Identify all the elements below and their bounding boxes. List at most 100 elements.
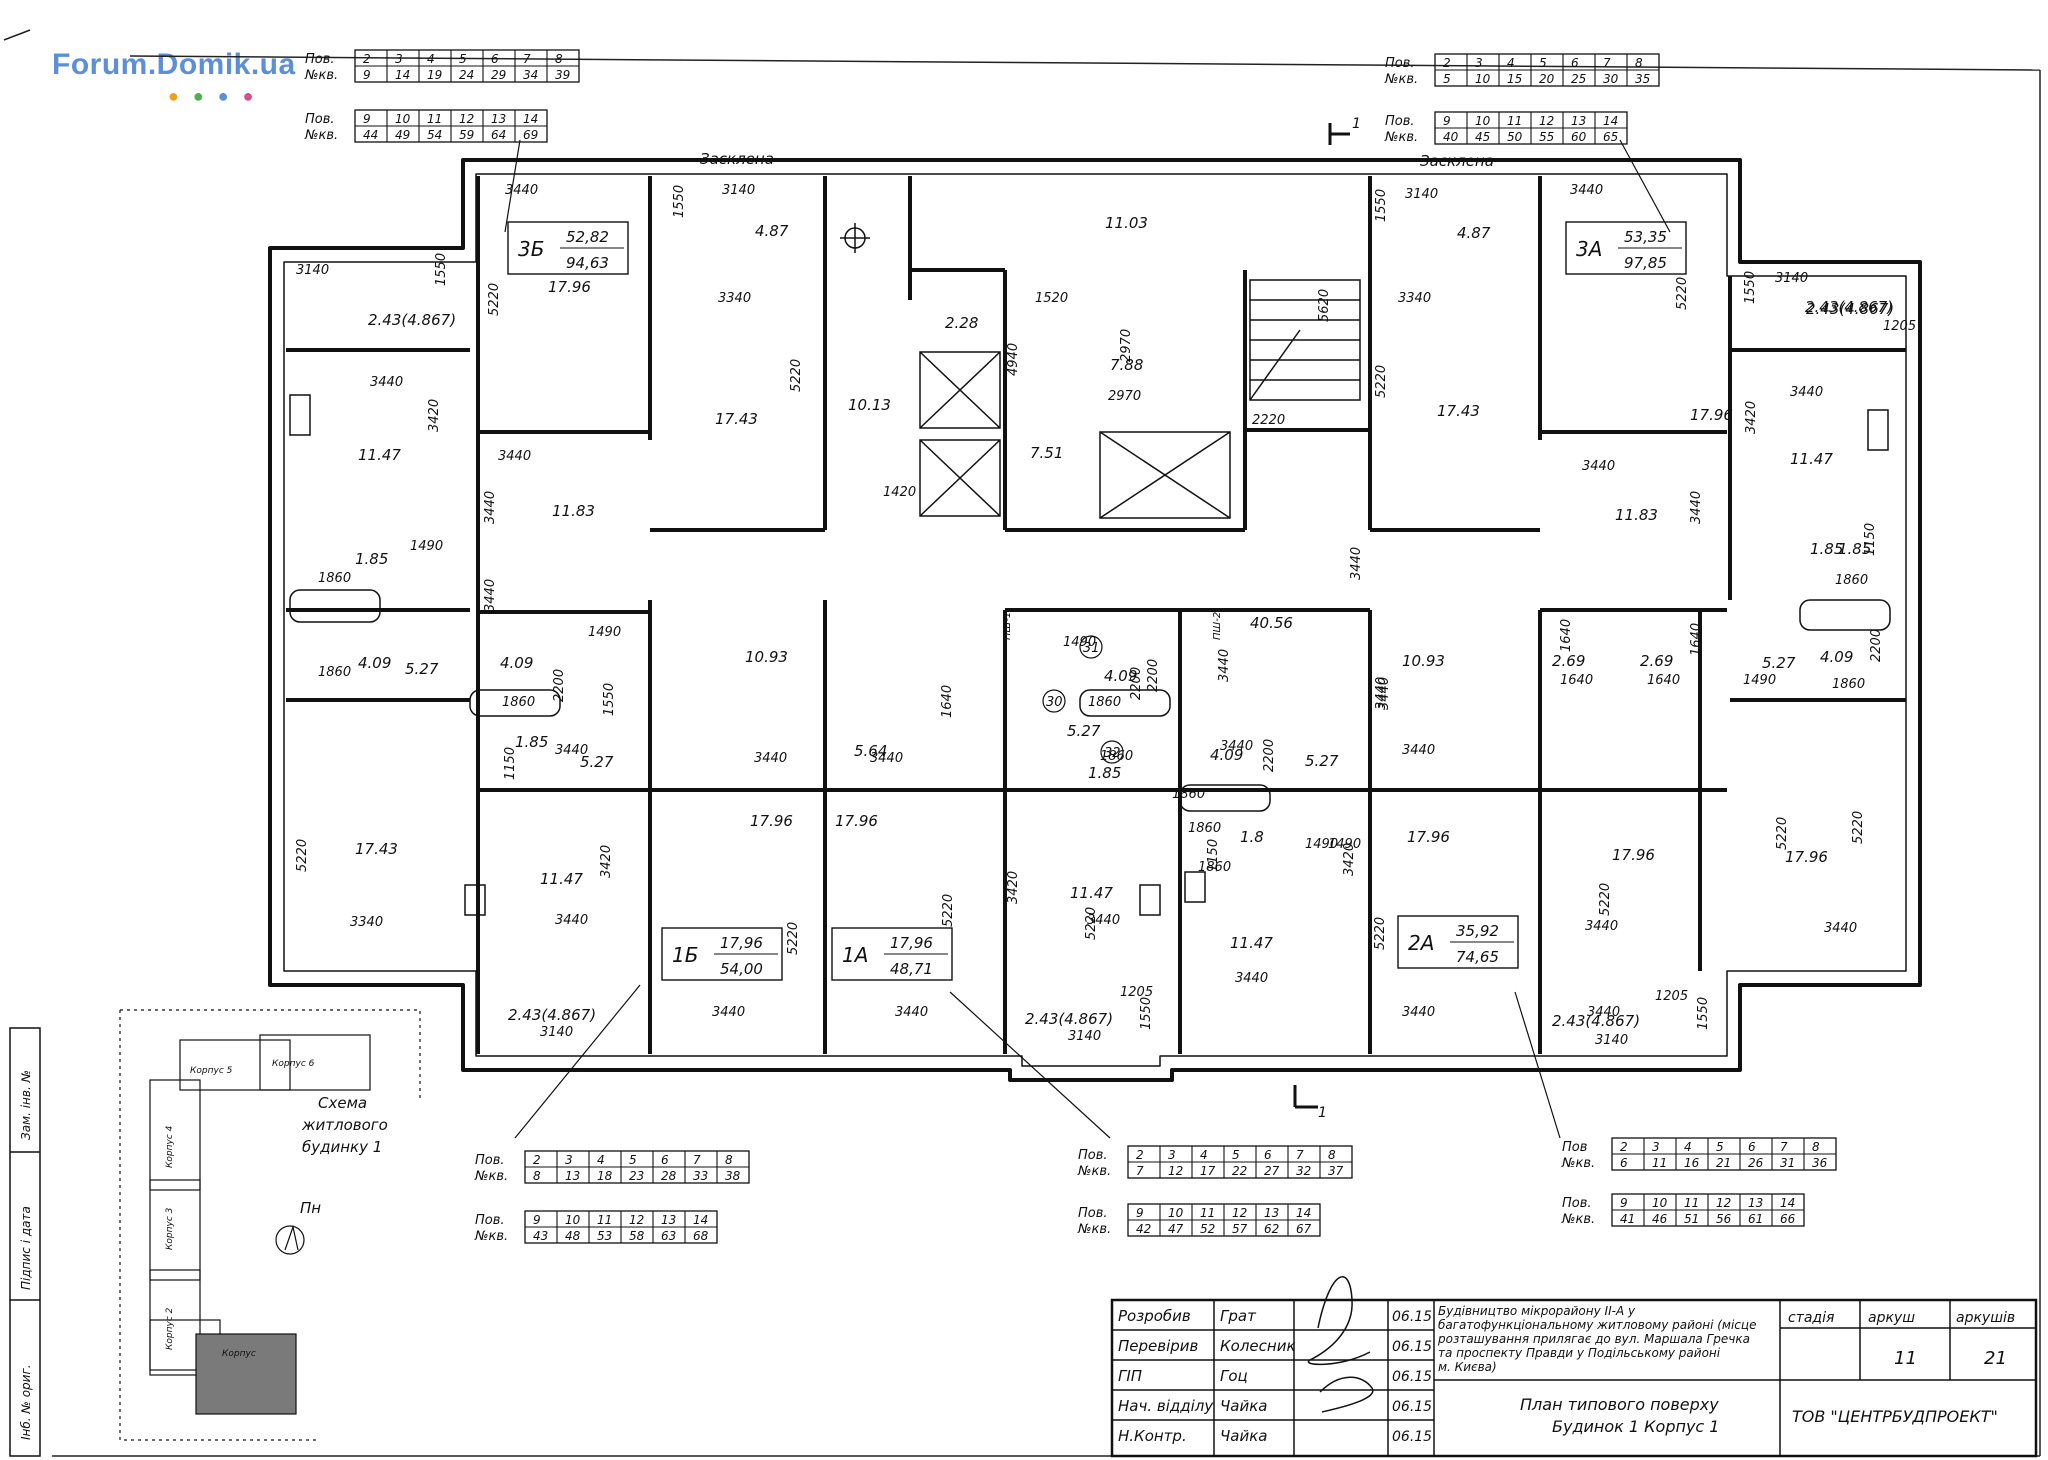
table-cell: 5 <box>459 52 467 66</box>
dimension-label: 1550 <box>1374 189 1389 222</box>
dimension-label: 3140 <box>1405 187 1438 202</box>
table-cell: 13 <box>1264 1206 1279 1220</box>
dimension-label: 5220 <box>1373 917 1388 950</box>
dimension-label: 3440 <box>1570 183 1603 198</box>
dimension-label: 3440 <box>370 375 403 390</box>
dimension-label: 2200 <box>1146 659 1161 692</box>
title-block-name: Чайка <box>1220 1397 1267 1415</box>
sheet-frame <box>3 29 2041 1457</box>
table-cell: 3 <box>1168 1148 1176 1162</box>
apartment-total-area: 97,85 <box>1624 254 1667 272</box>
table-cell: 3 <box>1475 56 1483 70</box>
table-cell: 11 <box>597 1213 612 1227</box>
room-area-label: 17.96 <box>835 812 878 830</box>
room-area-label: 2.43(4.867) <box>1806 300 1894 318</box>
table-cell: 2 <box>1136 1148 1144 1162</box>
dimension-label: 1550 <box>602 683 617 716</box>
table-cell: 68 <box>693 1229 709 1243</box>
table-cell: 14 <box>1780 1196 1795 1210</box>
room-number-32: 32 <box>1104 746 1121 761</box>
table-cell: 13 <box>1571 114 1586 128</box>
dimension-label: 5220 <box>941 894 956 927</box>
side-stamp-original: Інб. № ориг. <box>19 1364 33 1440</box>
table-cell: 57 <box>1232 1222 1248 1236</box>
dimension-label: 3440 <box>483 491 498 524</box>
project-description-line: багатофункціональному житловому районі (… <box>1438 1318 1756 1332</box>
title-block-project: Будівництво мікрорайону ІІ-А убагатофунк… <box>1437 1304 1756 1374</box>
watermark-logo: Forum.Domik.ua <box>52 48 296 81</box>
apartment-total-area: 74,65 <box>1456 948 1499 966</box>
room-area-labels: 17.964.8717.4310.1311.032.287.517.884.87… <box>355 214 1894 1030</box>
dimension-label: 3140 <box>296 263 329 278</box>
sheet-value: 11 <box>1894 1348 1917 1369</box>
room-area-label: 2.43(4.867) <box>508 1006 596 1024</box>
apartment-name: 1А <box>842 943 868 967</box>
table-cell: 3 <box>565 1153 573 1167</box>
side-stamp-replacement: Зам. інв. № <box>19 1070 33 1140</box>
table-cell: 12 <box>459 112 474 126</box>
room-area-label: 4.09 <box>1210 746 1243 764</box>
table-cell: 4 <box>1684 1140 1692 1154</box>
table-row-label: Пов. <box>1078 1206 1108 1221</box>
dimension-label: 3440 <box>1220 739 1253 754</box>
apartment-total-area: 48,71 <box>890 960 933 978</box>
table-cell: 34 <box>523 68 538 82</box>
dimension-label: 1860 <box>318 665 351 680</box>
table-cell: 39 <box>555 68 570 82</box>
dimension-label: 3440 <box>1824 921 1857 936</box>
table-row-label: №кв. <box>1561 1156 1595 1171</box>
dimension-label: 3440 <box>555 743 588 758</box>
room-area-label: 4.87 <box>1457 224 1491 242</box>
title-block-role: Нач. відділу <box>1118 1397 1214 1415</box>
room-number-31: 31 <box>1083 641 1100 656</box>
table-cell: 8 <box>555 52 563 66</box>
table-cell: 60 <box>1571 130 1587 144</box>
dimension-label: 1420 <box>883 485 916 500</box>
table-cell: 2 <box>363 52 371 66</box>
room-area-label: 11.47 <box>1790 450 1833 468</box>
sheets-value: 21 <box>1984 1348 2007 1369</box>
apartment-living-area: 52,82 <box>566 228 609 246</box>
dimension-label: 1860 <box>318 571 351 586</box>
table-cell: 64 <box>491 128 506 142</box>
dimension-label: 4940 <box>1006 343 1021 376</box>
scheme-title-line-2: житлового <box>301 1116 388 1134</box>
glazing-label-left: Засклена <box>700 150 774 168</box>
section-mark-top: 1 <box>1352 116 1361 132</box>
scheme-block-5: Корпус 5 <box>190 1066 233 1076</box>
watermark-dot-icon: ● <box>217 86 243 106</box>
table-row-label: №кв. <box>1384 72 1418 87</box>
dimension-label: 2220 <box>1252 413 1285 428</box>
dimension-label: 5220 <box>1374 365 1389 398</box>
room-area-label: 1.8 <box>1240 828 1264 846</box>
side-stamp-signature: Підпис і дата <box>19 1206 33 1290</box>
dimension-label: 3420 <box>1006 871 1021 904</box>
leader-lines <box>504 139 1671 1139</box>
table-cell: 51 <box>1684 1212 1699 1226</box>
dimension-label: 1550 <box>1743 271 1758 304</box>
table-cell: 13 <box>565 1169 580 1183</box>
dimension-label: 1490 <box>588 625 621 640</box>
dimension-label: 1490 <box>1305 837 1338 852</box>
dimension-label: 5220 <box>295 839 310 872</box>
table-cell: 61 <box>1748 1212 1763 1226</box>
dimension-label: 1520 <box>1035 291 1068 306</box>
table-cell: 18 <box>597 1169 613 1183</box>
table-cell: 7 <box>1296 1148 1304 1162</box>
dimension-label: 3440 <box>1790 385 1823 400</box>
room-area-label: 17.43 <box>715 410 758 428</box>
dimension-label: 3440 <box>870 751 903 766</box>
table-cell: 43 <box>533 1229 548 1243</box>
table-cell: 3 <box>395 52 403 66</box>
table-cell: 19 <box>427 68 442 82</box>
dimension-label: 5220 <box>1084 907 1099 940</box>
scheme-north-label: Пн <box>300 1199 321 1217</box>
dimension-label: 3440 <box>1582 459 1615 474</box>
table-cell: 12 <box>1168 1164 1183 1178</box>
dimension-label: 1640 <box>1689 623 1704 656</box>
